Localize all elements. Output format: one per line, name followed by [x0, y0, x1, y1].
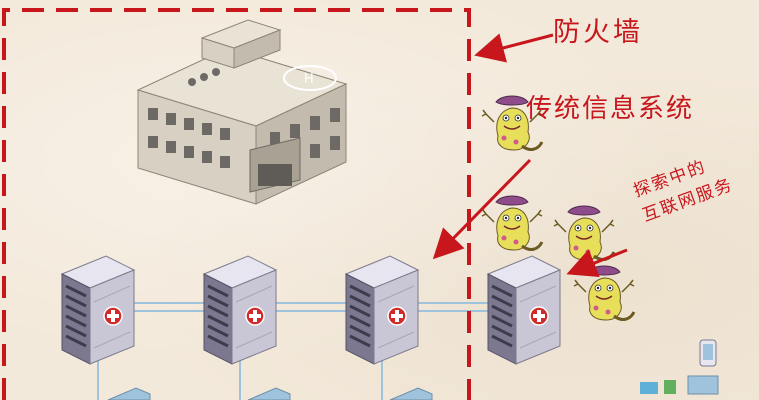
malware-monster-icon [572, 264, 636, 322]
device-icon [640, 339, 719, 395]
network-links [97, 302, 492, 400]
server-icon [202, 254, 278, 366]
svg-text:H: H [304, 72, 314, 87]
legacy-system-label: 传统信息系统 [526, 94, 695, 124]
firewall-boundary [2, 8, 471, 400]
arrow-icon [432, 33, 628, 278]
hospital-building-icon: H [136, 19, 348, 205]
server-icon [486, 254, 562, 366]
server-icon [344, 254, 420, 366]
server-icon [60, 254, 136, 366]
monitor-icon [107, 387, 433, 400]
malware-monster-icon [552, 204, 616, 262]
malware-monster-icon [480, 194, 544, 252]
firewall-label: 防火墙 [553, 17, 643, 48]
